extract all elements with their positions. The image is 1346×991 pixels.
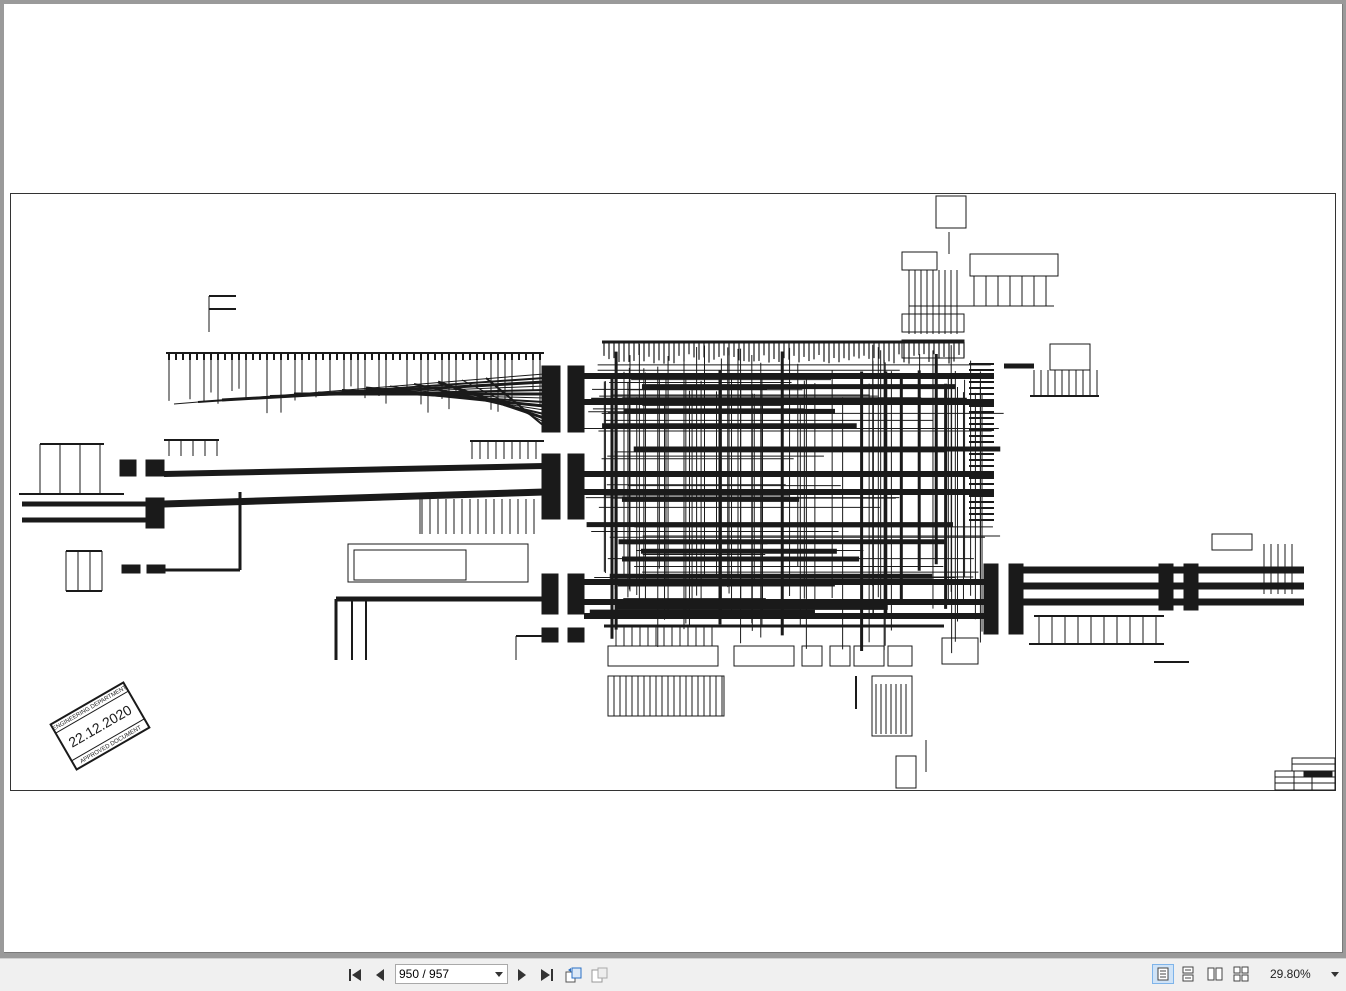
zoom-level[interactable]: 29.80% xyxy=(1270,967,1311,981)
chevron-down-icon[interactable] xyxy=(493,967,505,981)
last-page-icon[interactable] xyxy=(538,966,556,984)
wiring-schematic: ENGINEERING DEPARTMENT 22.12.2020 APPROV… xyxy=(10,193,1336,791)
fit-page-icon[interactable] xyxy=(590,966,610,984)
page-number-input[interactable] xyxy=(399,966,491,982)
next-page-icon[interactable] xyxy=(513,966,531,984)
page-number-field[interactable] xyxy=(395,964,508,984)
continuous-icon[interactable] xyxy=(1177,964,1199,984)
schematic-lines xyxy=(19,195,1304,789)
pdf-page: ENGINEERING DEPARTMENT 22.12.2020 APPROV… xyxy=(4,4,1343,953)
prev-page-icon[interactable] xyxy=(371,966,389,984)
status-bar: 29.80% xyxy=(0,958,1346,991)
title-block xyxy=(1274,757,1336,791)
approval-stamp: ENGINEERING DEPARTMENT 22.12.2020 APPROV… xyxy=(49,681,151,771)
document-viewport[interactable]: ENGINEERING DEPARTMENT 22.12.2020 APPROV… xyxy=(0,0,1346,958)
continuous-facing-icon[interactable] xyxy=(1230,964,1252,984)
rotate-view-icon[interactable] xyxy=(564,966,584,984)
first-page-icon[interactable] xyxy=(346,966,364,984)
drawing-frame xyxy=(10,193,1336,791)
facing-icon[interactable] xyxy=(1204,964,1226,984)
single-page-icon[interactable] xyxy=(1152,964,1174,984)
zoom-dropdown-icon[interactable] xyxy=(1330,968,1340,980)
